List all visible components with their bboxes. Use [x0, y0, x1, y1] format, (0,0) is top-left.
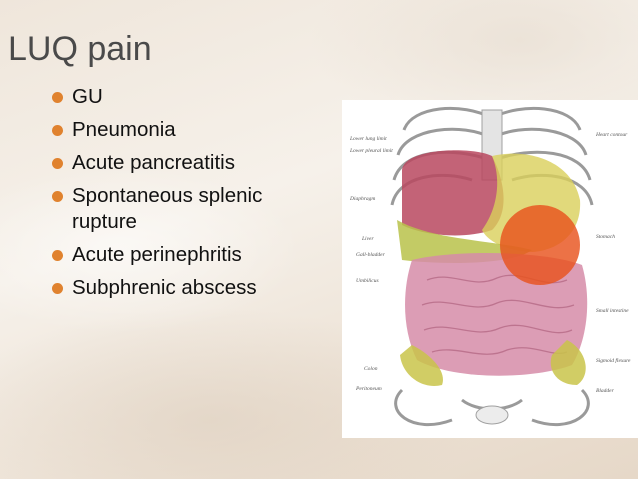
abdominal-anatomy-figure: Lower lung limit Lower pleural limit Dia… — [342, 100, 638, 438]
figure-label: Umbilicus — [356, 278, 379, 284]
bullet-item: Subphrenic abscess — [52, 275, 312, 301]
figure-label: Small intestine — [596, 308, 629, 314]
figure-label: Peritoneum — [355, 386, 382, 392]
liver-region — [402, 150, 504, 236]
colon-region — [400, 345, 443, 386]
figure-label: Heart contour — [595, 132, 628, 138]
figure-label: Liver — [361, 236, 374, 242]
figure-label: Lower pleural limit — [349, 148, 393, 154]
bullet-list: GU Pneumonia Acute pancreatitis Spontane… — [52, 84, 312, 308]
bladder — [475, 405, 509, 425]
luq-highlight-circle — [500, 205, 580, 285]
bullet-item: Pneumonia — [52, 117, 312, 143]
bullet-item: Spontaneous splenic rupture — [52, 183, 312, 235]
figure-label: Colon — [364, 366, 378, 372]
anatomy-illustration: Lower lung limit Lower pleural limit Dia… — [349, 106, 631, 426]
sigmoid-region — [550, 340, 586, 385]
figure-label: Diaphragm — [349, 196, 375, 202]
figure-label: Lower lung limit — [349, 136, 387, 142]
bullet-item: Acute pancreatitis — [52, 150, 312, 176]
slide-title: LUQ pain — [8, 30, 152, 68]
figure-label: Gall-bladder — [356, 252, 386, 258]
figure-label: Stomach — [596, 234, 615, 240]
figure-label: Bladder — [596, 388, 615, 394]
liver-lower-region — [397, 220, 532, 263]
bullet-item: Acute perinephritis — [52, 242, 312, 268]
figure-label: Sigmoid flexure — [596, 357, 631, 364]
bullet-item: GU — [52, 84, 312, 110]
